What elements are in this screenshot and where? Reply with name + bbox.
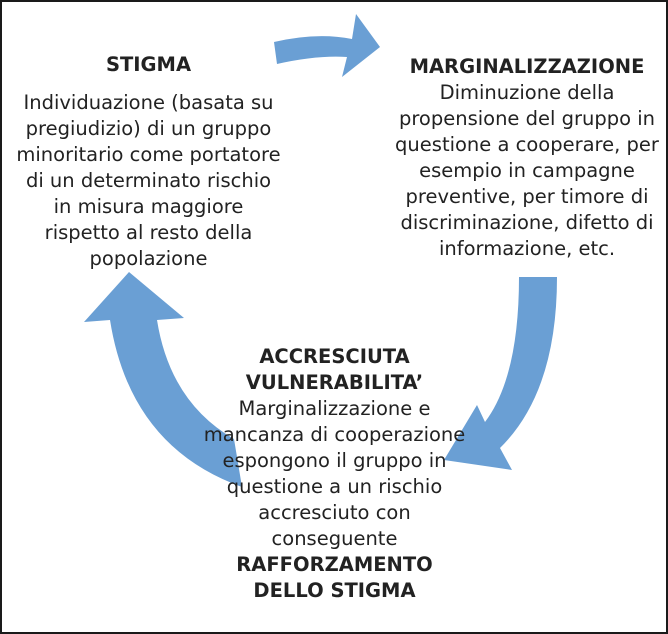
vulnerability-description: Marginalizzazione e mancanza di cooperaz… <box>203 397 466 550</box>
arrow-vulnerability-to-stigma <box>84 272 242 487</box>
vulnerability-title: ACCRESCIUTA VULNERABILITA’ <box>245 345 424 394</box>
stigma-description: Individuazione (basata su pregiudizio) d… <box>16 91 281 270</box>
vulnerability-block: ACCRESCIUTA VULNERABILITA’ Marginalizzaz… <box>202 344 467 604</box>
marginalization-block: MARGINALIZZAZIONE Diminuzione della prop… <box>382 54 668 262</box>
arrow-marginalization-to-vulnerability <box>444 277 557 470</box>
stigma-block: STIGMA Individuazione (basata su pregiud… <box>16 52 281 272</box>
stigma-title: STIGMA <box>105 53 192 76</box>
marginalization-description: Diminuzione della propensione del gruppo… <box>395 81 659 260</box>
arrow-stigma-to-marginalization <box>274 14 380 77</box>
vulnerability-conclusion: RAFFORZAMENTO DELLO STIGMA <box>236 553 433 602</box>
marginalization-title: MARGINALIZZAZIONE <box>409 55 645 78</box>
